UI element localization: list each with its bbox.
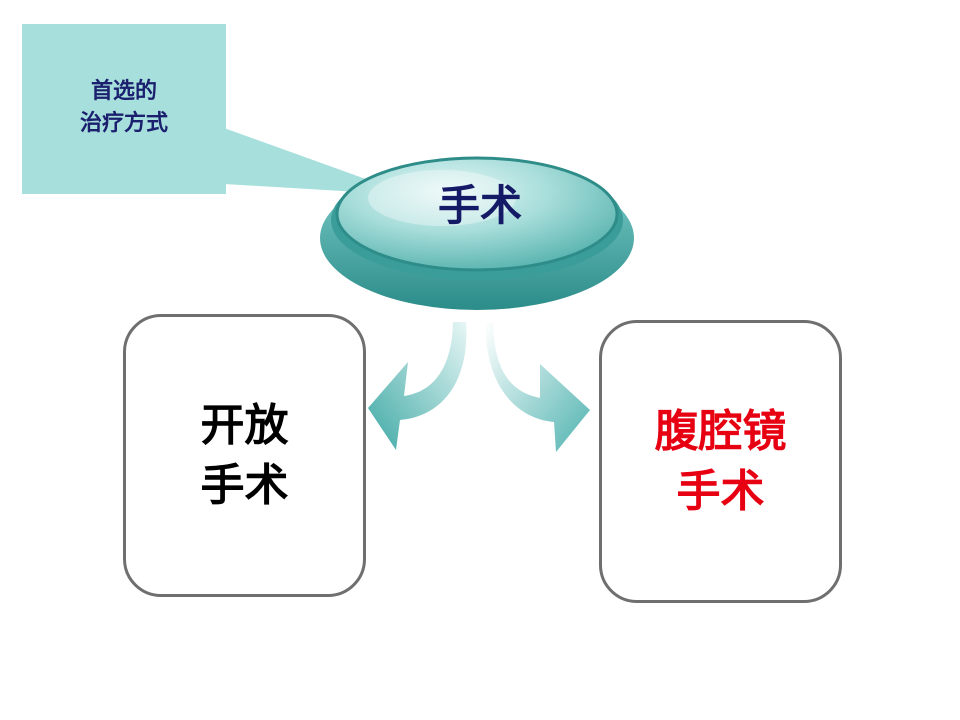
- callout-shape: [22, 24, 410, 195]
- center-disk: [320, 156, 634, 310]
- open-surgery-box: 开放 手术: [123, 314, 366, 597]
- laparoscopic-surgery-label: 腹腔镜 手术: [654, 405, 787, 517]
- laparoscopic-surgery-box: 腹腔镜 手术: [599, 320, 842, 603]
- center-label: 手术: [437, 181, 522, 230]
- open-surgery-label: 开放 手术: [200, 399, 289, 511]
- arrow-right: [485, 322, 590, 452]
- callout-text: 首选的 治疗方式: [79, 79, 168, 136]
- arrow-left: [368, 322, 467, 450]
